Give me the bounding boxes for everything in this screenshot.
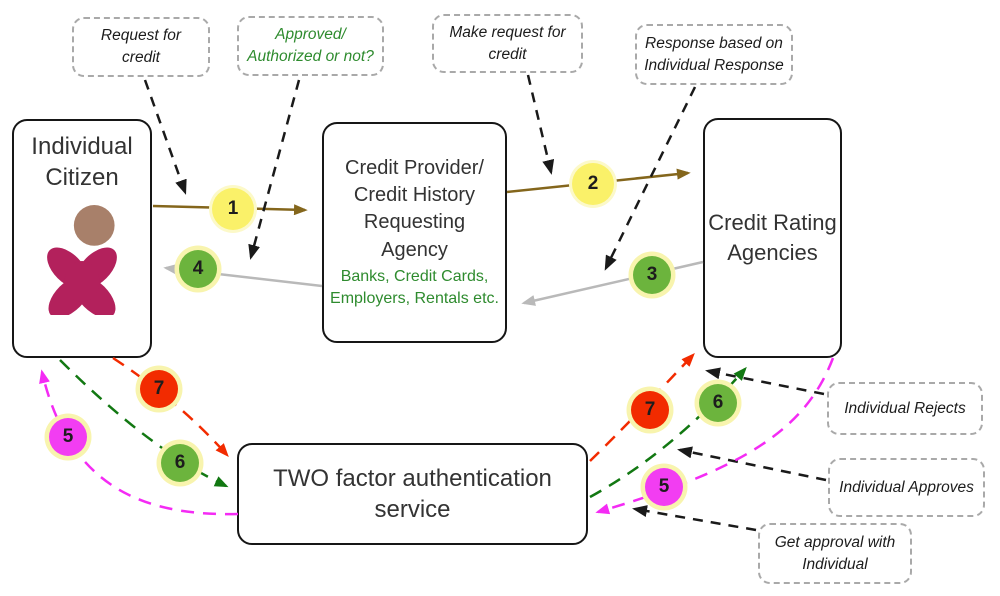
step-badge-5-left: 5	[49, 418, 87, 456]
step-badge-7-right: 7	[631, 391, 669, 429]
flow-step5-rating-to-twofactor	[595, 357, 835, 515]
callout-approves-text: Individual Approves	[839, 478, 974, 496]
node-individual-citizen: Individual Citizen	[12, 119, 152, 358]
step-badge-1: 1	[212, 188, 254, 230]
callout-request-text: Request for credit	[100, 27, 182, 66]
flow-step3-rating-to-provider	[521, 260, 704, 306]
step-badge-7-left: 7	[140, 370, 178, 408]
callout-individual-approves: Individual Approves	[828, 458, 985, 517]
credit-provider-subtitle: Banks, Credit Cards, Employers, Rentals …	[330, 267, 499, 307]
step-badge-6-left: 6	[161, 444, 199, 482]
callout-approved-text: Approved/ Authorized or not?	[247, 26, 374, 65]
callout-get-approval: Get approval with Individual	[758, 523, 912, 584]
pointer-approved-authorized	[248, 79, 301, 260]
two-factor-label: TWO factor authentication service	[273, 464, 552, 523]
credit-provider-label: Credit Provider/ Credit History Requesti…	[345, 157, 484, 261]
pointer-get-approval	[632, 505, 757, 532]
step-badge-5-right: 5	[645, 468, 683, 506]
callout-make-text: Make request for credit	[449, 23, 566, 63]
step-badge-6-right: 6	[699, 384, 737, 422]
node-two-factor-service: TWO factor authentication service	[237, 443, 588, 545]
pointer-response-based	[604, 86, 697, 271]
step-badge-2: 2	[572, 163, 614, 205]
individual-citizen-label: Individual Citizen	[31, 133, 133, 192]
node-credit-provider: Credit Provider/ Credit History Requesti…	[322, 122, 507, 343]
node-credit-rating-agencies: Credit Rating Agencies	[703, 118, 842, 358]
callout-make-request: Make request for credit	[432, 14, 583, 73]
callout-approved-authorized: Approved/ Authorized or not?	[237, 16, 384, 76]
callout-response-based: Response based on Individual Response	[635, 24, 793, 85]
callout-rejects-text: Individual Rejects	[844, 399, 966, 417]
step-badge-4: 4	[179, 250, 217, 288]
callout-individual-rejects: Individual Rejects	[827, 382, 983, 435]
callout-response-text: Response based on Individual Response	[644, 34, 784, 74]
callout-request-for-credit: Request for credit	[72, 17, 210, 77]
credit-rating-label: Credit Rating Agencies	[708, 210, 837, 265]
person-icon	[47, 205, 117, 316]
pointer-individual-approves	[677, 446, 827, 482]
callout-approval-text: Get approval with Individual	[774, 533, 896, 573]
step-badge-3: 3	[633, 256, 671, 294]
pointer-make-request	[526, 74, 555, 175]
